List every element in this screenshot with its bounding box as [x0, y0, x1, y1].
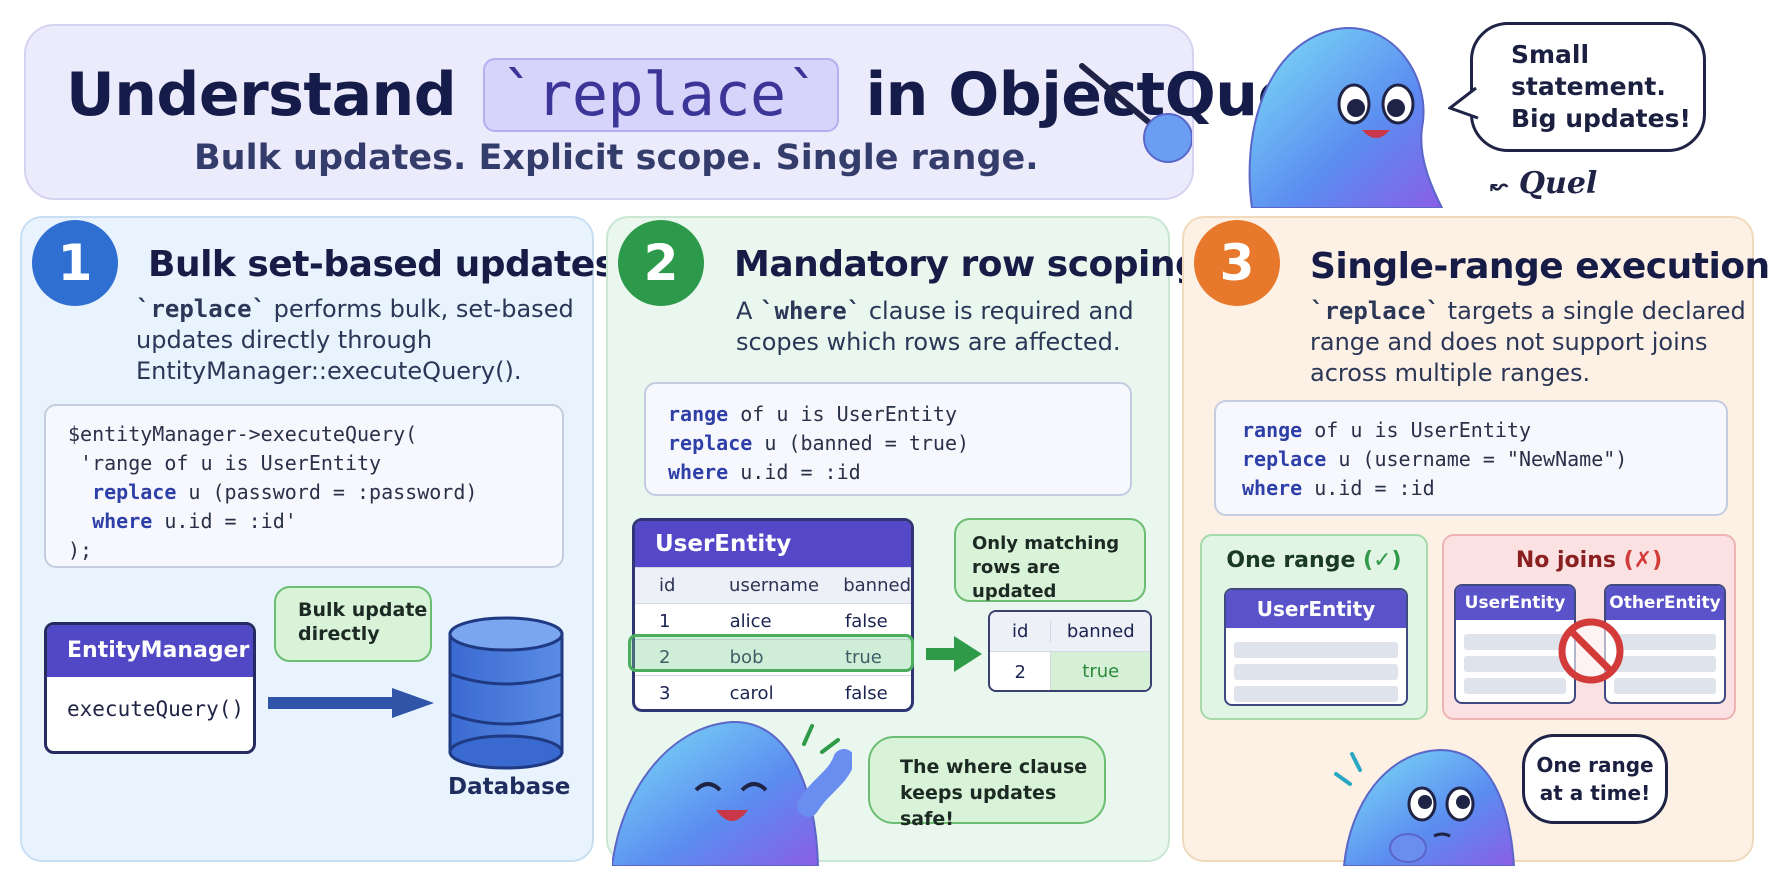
database-icon: [448, 616, 564, 770]
mascot-label: ↜ Quel: [1490, 166, 1598, 201]
one-range-title: One range (✓): [1226, 548, 1402, 573]
speech-bubble-top: Small statement. Big updates!: [1470, 22, 1706, 152]
no-joins-entity-a: UserEntity: [1454, 584, 1576, 704]
mascot-happy-icon: [612, 720, 852, 866]
row-highlight: [628, 634, 914, 672]
page-title: Understand `replace` in ObjectQuel: [66, 58, 1318, 132]
panel-1-description: `replace` performs bulk, set-based updat…: [136, 295, 574, 385]
no-joins-entity-b: OtherEntity: [1604, 584, 1726, 704]
bubble-one-range: One range at a time!: [1522, 734, 1668, 824]
back-arrow-icon: ↜: [1490, 174, 1509, 199]
result-row: 2 true: [990, 652, 1150, 690]
entity-manager-box: EntityManager executeQuery(): [44, 622, 256, 754]
bubble-where-safe: The where clause keeps updates safe!: [868, 736, 1106, 830]
panel-2-description: A `where` clause is required and scopes …: [736, 297, 1134, 356]
speech-line: statement.: [1511, 72, 1666, 101]
cross-icon: (✗): [1623, 548, 1663, 573]
prohibited-icon: [1558, 618, 1624, 684]
arrow-right-icon: [268, 688, 434, 718]
title-prefix: Understand: [66, 60, 457, 130]
database-label: Database: [448, 774, 571, 800]
one-range-entity: UserEntity: [1224, 588, 1408, 706]
user-entity-table: UserEntity id username banned 1 alice fa…: [632, 518, 914, 712]
no-joins-title: No joins (✗): [1515, 548, 1663, 573]
table-row: 1 alice false: [635, 603, 911, 639]
step-number-1: 1: [32, 220, 118, 306]
arrow-right-icon: [926, 636, 982, 672]
placeholder-rows-icon: [1226, 628, 1406, 704]
mascot-pointer-icon: [1248, 27, 1444, 208]
bubble-only-matching: Only matching rows are updated: [954, 518, 1146, 602]
panel-2-title: Mandatory row scoping: [734, 244, 1201, 285]
table-header-row: id username banned: [635, 567, 911, 603]
one-range-box: One range (✓) UserEntity: [1200, 534, 1428, 720]
checkmark-icon: (✓): [1363, 548, 1402, 573]
table-row: 3 carol false: [635, 675, 911, 709]
result-header-row: id banned: [990, 612, 1150, 652]
panel-1-title: Bulk set-based updates: [148, 244, 616, 285]
speech-line: Small: [1511, 40, 1590, 69]
pointer-stick-icon: [1079, 63, 1192, 163]
title-keyword: `replace`: [482, 58, 840, 132]
step-number-3: 3: [1194, 220, 1280, 306]
table-title: UserEntity: [635, 521, 911, 567]
page-subtitle: Bulk updates. Explicit scope. Single ran…: [194, 138, 1039, 178]
speech-tail-icon: [1448, 86, 1479, 120]
mascot-thinking-icon: [1334, 748, 1516, 866]
code-block-1: $entityManager->executeQuery( 'range of …: [44, 404, 564, 568]
entity-manager-method: executeQuery(): [67, 697, 245, 721]
placeholder-rows-icon: [1606, 620, 1724, 702]
panel-3-description: `replace` targets a single declared rang…: [1310, 297, 1746, 387]
result-table: id banned 2 true: [988, 610, 1152, 692]
bubble-bulk-update: Bulk update directly: [274, 586, 432, 662]
table-row-highlighted: 2 bob true: [635, 639, 911, 675]
panel-3-title: Single-range execution: [1310, 246, 1770, 287]
step-number-2: 2: [618, 220, 704, 306]
speech-line: Big updates!: [1511, 104, 1691, 133]
entity-manager-title: EntityManager: [47, 625, 253, 677]
no-joins-box: No joins (✗) UserEntity OtherEntity: [1442, 534, 1736, 720]
placeholder-rows-icon: [1456, 620, 1574, 702]
